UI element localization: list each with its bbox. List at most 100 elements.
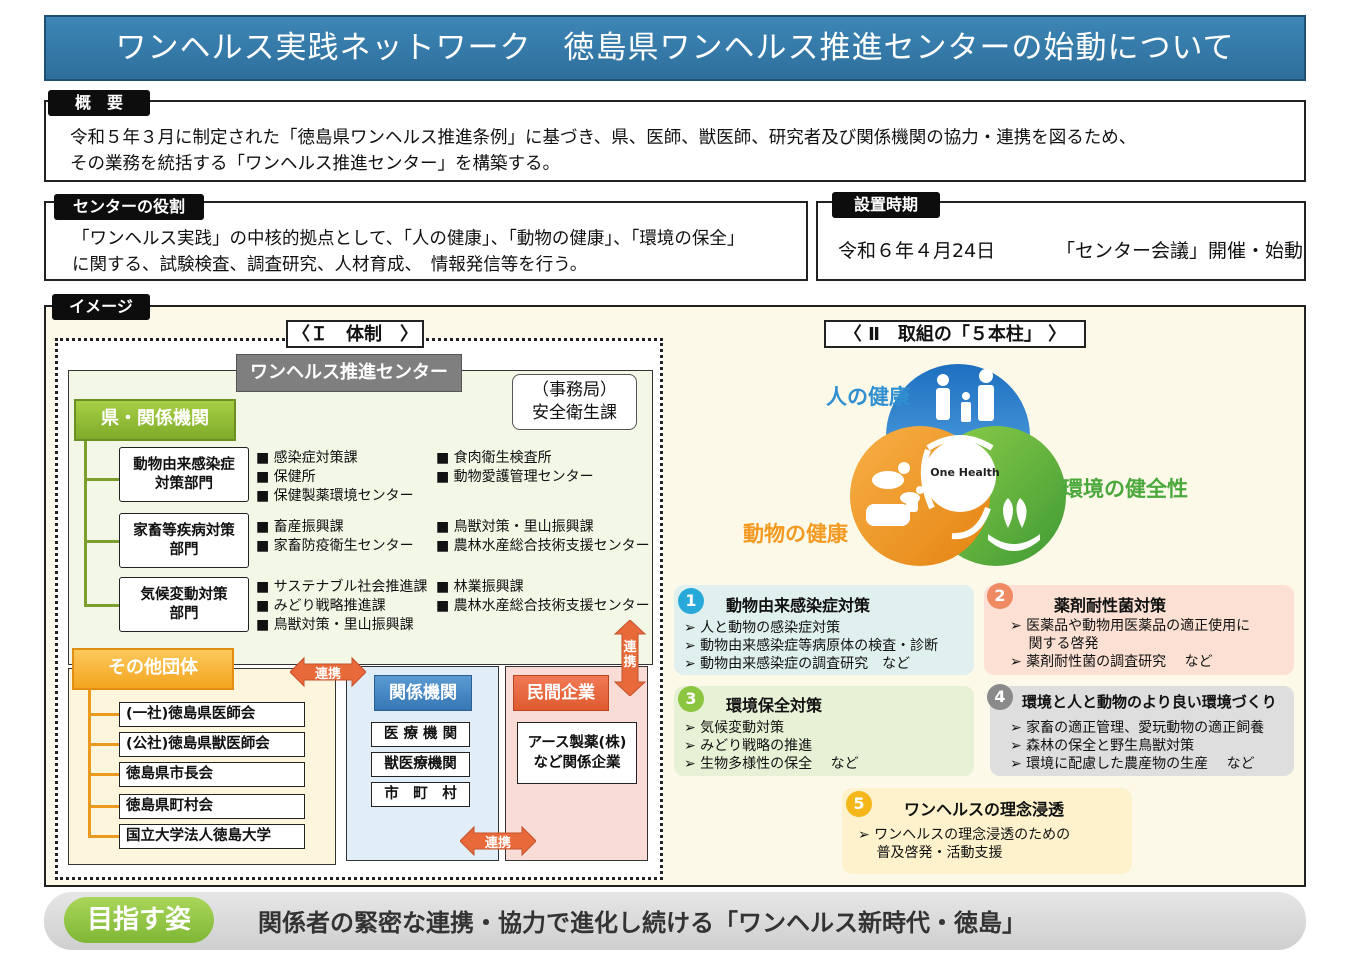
other-branch-5 bbox=[88, 835, 120, 838]
dept-box-livestock: 家畜等疾病対策部門 bbox=[119, 513, 249, 568]
member: ■ サステナブル社会推進課 bbox=[256, 579, 428, 595]
pillar-item: ➢ 森林の保全と野生鳥獣対策 bbox=[1010, 738, 1195, 754]
pillar-card-4 bbox=[990, 686, 1294, 776]
pillar-list-4: ➢ 家畜の適正管理、愛玩動物の適正飼養 ➢ 森林の保全と野生鳥獣対策 ➢ 環境に… bbox=[1010, 719, 1264, 773]
dept-climate-members-right: ■ 林業振興課 ■ 農林水産総合技術支援センター bbox=[436, 578, 650, 616]
dept-infection-members-left: ■ 感染症対策課 ■ 保健所 ■ 保健製薬環境センター bbox=[256, 449, 414, 506]
dept-livestock-line-2: 部門 bbox=[169, 541, 199, 558]
dept-climate-members-left: ■ サステナブル社会推進課 ■ みどり戦略推進課 ■ 鳥獣対策・里山振興課 bbox=[256, 578, 427, 635]
prefecture-tag: 県・関係機関 bbox=[74, 399, 236, 441]
link-label-top: 連携 bbox=[314, 667, 341, 682]
dept-climate-line-1: 気候変動対策 bbox=[140, 586, 228, 603]
overview-line-1: 令和５年３月に制定された「徳島県ワンヘルス推進条例」に基づき、県、医師、獣医師、… bbox=[70, 128, 1137, 148]
other-branch-4 bbox=[88, 805, 120, 808]
member: ■ 動物愛護管理センター bbox=[436, 469, 594, 485]
role-line-2: に関する、試験検査、調査研究、人材育成、 情報発信等を行う。 bbox=[72, 255, 588, 275]
pillar-card-3 bbox=[674, 686, 974, 776]
member: ■ 保健製薬環境センター bbox=[256, 488, 414, 504]
link-label-bottom: 連携 bbox=[484, 836, 511, 851]
dept-box-climate: 気候変動対策部門 bbox=[119, 577, 249, 632]
page-title: ワンヘルス実践ネットワーク 徳島県ワンヘルス推進センターの始動について bbox=[44, 15, 1306, 81]
dept-infection-members-right: ■ 食肉衛生検査所 ■ 動物愛護管理センター bbox=[436, 449, 594, 487]
member: ■ みどり戦略推進課 bbox=[256, 598, 386, 614]
org-item: 国立大学法人徳島大学 bbox=[119, 824, 305, 849]
pillar-title-5: ワンヘルスの理念浸透 bbox=[904, 800, 1065, 819]
link-arrow-horizontal-top bbox=[290, 656, 366, 688]
tree-branch-3 bbox=[84, 604, 120, 607]
pillar-card-1 bbox=[674, 585, 974, 675]
role-text: 「ワンヘルス実践」の中核的拠点として、「人の健康」、「動物の健康」、「環境の保全… bbox=[72, 226, 802, 278]
pillar-title-4: 環境と人と動物のより良い環境づくり bbox=[1022, 693, 1277, 711]
pillar-item: ➢ 薬剤耐性菌の調査研究 など bbox=[1010, 654, 1213, 670]
center-name: ワンヘルス推進センター bbox=[236, 354, 462, 392]
pillar-list-3: ➢ 気候変動対策 ➢ みどり戦略の推進 ➢ 生物多様性の保全 など bbox=[684, 719, 859, 773]
pillar-number-2: 2 bbox=[987, 583, 1013, 609]
pillar-title-2: 薬剤耐性菌対策 bbox=[1054, 596, 1167, 615]
member: ■ 鳥獣対策・里山振興課 bbox=[436, 519, 594, 535]
private-items: アース製薬(株) など関係企業 bbox=[517, 722, 637, 784]
goal-bar bbox=[44, 892, 1306, 950]
pillar-item: ➢ みどり戦略の推進 bbox=[684, 738, 813, 754]
overview-panel bbox=[44, 100, 1306, 182]
related-tag: 関係機関 bbox=[374, 675, 472, 711]
member: ■ 鳥獣対策・里山振興課 bbox=[256, 617, 414, 633]
other-tree-line bbox=[88, 690, 91, 837]
private-item: など関係企業 bbox=[533, 755, 621, 771]
pillar-card-2 bbox=[984, 585, 1294, 675]
image-tag: イメージ bbox=[52, 294, 150, 320]
role-tag: センターの役割 bbox=[54, 194, 204, 220]
dept-infection-line-2: 対策部門 bbox=[155, 475, 213, 492]
one-health-venn bbox=[850, 364, 1066, 566]
dept-climate-line-2: 部門 bbox=[169, 605, 199, 622]
member: ■ 感染症対策課 bbox=[256, 450, 358, 466]
venn-label-human: 人の健康 bbox=[826, 385, 910, 409]
pillar-number-3: 3 bbox=[678, 686, 704, 712]
prefecture-tree-line bbox=[84, 441, 87, 606]
dept-infection-line-1: 動物由来感染症 bbox=[133, 456, 235, 473]
pillar-item: ➢ 気候変動対策 bbox=[684, 720, 785, 736]
pillar-title-1: 動物由来感染症対策 bbox=[726, 596, 871, 615]
pillar-number-5: 5 bbox=[846, 791, 872, 817]
link-arrow-vertical bbox=[613, 620, 647, 696]
org-item: (一社)徳島県医師会 bbox=[119, 702, 305, 727]
dept-livestock-members-left: ■ 畜産振興課 ■ 家畜防疫衛生センター bbox=[256, 518, 414, 556]
pillar-list-1: ➢ 人と動物の感染症対策 ➢ 動物由来感染症等病原体の検査・診断 ➢ 動物由来感… bbox=[684, 619, 938, 673]
pillar-title-3: 環境保全対策 bbox=[726, 696, 823, 715]
timing-tag: 設置時期 bbox=[832, 192, 940, 218]
structure-heading: 〈Ｉ 体制 〉 bbox=[286, 320, 424, 348]
other-branch-1 bbox=[88, 713, 120, 716]
member: ■ 農林水産総合技術支援センター bbox=[436, 538, 650, 554]
secretariat-line-1: （事務局） bbox=[532, 380, 617, 400]
pillar-item: ➢ 医薬品や動物用医薬品の適正使用に bbox=[1010, 618, 1251, 634]
related-item: 獣医療機関 bbox=[371, 752, 470, 777]
private-tag: 民間企業 bbox=[513, 675, 609, 711]
venn-label-animal: 動物の健康 bbox=[743, 522, 848, 546]
other-orgs-tag: その他団体 bbox=[72, 648, 234, 690]
member: ■ 保健所 bbox=[256, 469, 316, 485]
pillar-item: ➢ 生物多様性の保全 など bbox=[684, 756, 859, 772]
pillar-item: 関する啓発 bbox=[1010, 636, 1099, 652]
private-item: アース製薬(株) bbox=[527, 735, 627, 751]
dept-livestock-line-1: 家畜等疾病対策 bbox=[133, 522, 235, 539]
timing-date: 令和６年４月24日 bbox=[838, 240, 996, 262]
pillar-item: ➢ 人と動物の感染症対策 bbox=[684, 620, 841, 636]
secretariat-line-2: 安全衛生課 bbox=[532, 403, 617, 423]
pillar-item: ➢ 環境に配慮した農産物の生産 など bbox=[1010, 756, 1255, 772]
goal-tag: 目指す姿 bbox=[64, 897, 214, 943]
org-item: 徳島県市長会 bbox=[119, 762, 305, 787]
other-branch-2 bbox=[88, 743, 120, 746]
timing-event: 「センター会議」開催・始動 bbox=[1056, 240, 1304, 262]
link-arrow-horizontal-bottom bbox=[460, 825, 536, 857]
pillar-item: ➢ 動物由来感染症等病原体の検査・診断 bbox=[684, 638, 939, 654]
goal-text: 関係者の緊密な連携・協力で進化し続ける「ワンヘルス新時代・徳島」 bbox=[258, 909, 1026, 937]
pillar-item: ➢ ワンヘルスの理念浸透のための bbox=[858, 827, 1071, 843]
tree-branch-1 bbox=[84, 478, 120, 481]
tree-branch-2 bbox=[84, 540, 120, 543]
pillar-number-4: 4 bbox=[987, 684, 1013, 710]
related-item: 市 町 村 bbox=[371, 782, 470, 807]
venn-label-environment: 環境の健全性 bbox=[1062, 477, 1188, 501]
member: ■ 食肉衛生検査所 bbox=[436, 450, 552, 466]
dept-livestock-members-right: ■ 鳥獣対策・里山振興課 ■ 農林水産総合技術支援センター bbox=[436, 518, 650, 556]
link-label-vertical: 連携 bbox=[623, 640, 637, 670]
role-line-1: 「ワンヘルス実践」の中核的拠点として、「人の健康」、「動物の健康」、「環境の保全… bbox=[72, 229, 745, 249]
